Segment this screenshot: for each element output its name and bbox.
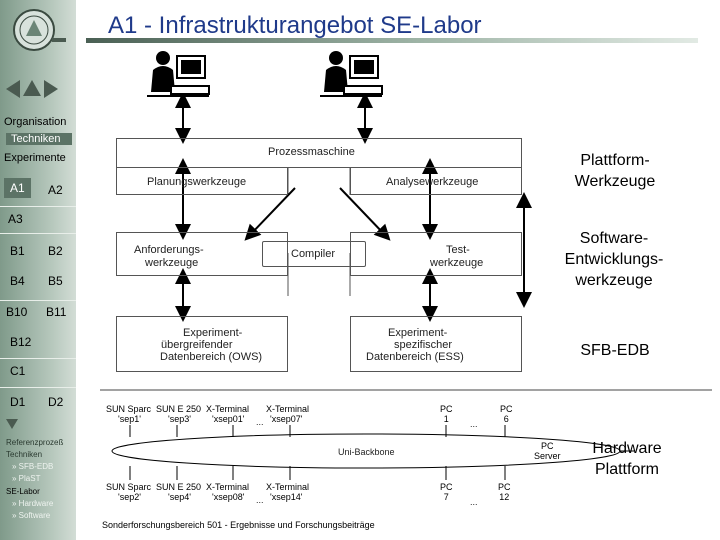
title-underline — [86, 38, 698, 43]
machine-sep3: SUN E 250'sep3' — [156, 404, 202, 424]
nav-b2[interactable]: B2 — [48, 244, 63, 258]
sidebar: Organisation Techniken Experimente A1 A2… — [0, 0, 76, 540]
ess-label-1: Experiment- — [388, 327, 448, 339]
machine-sep1: SUN Sparc'sep1' — [106, 404, 152, 424]
ellipsis: ... — [470, 497, 478, 507]
anforderung-label-1: Anforderungs- — [134, 244, 204, 256]
nav-techniken[interactable]: Techniken — [6, 133, 72, 145]
machine-xsep01: X-Terminal'xsep01' — [206, 404, 250, 424]
user-at-computer-icon — [320, 51, 383, 97]
link-referenzprozess[interactable]: Referenzprozeß — [6, 438, 64, 447]
planung-box — [116, 167, 288, 195]
nav-b10[interactable]: B10 — [6, 305, 28, 319]
ows-label-1: Experiment- — [183, 327, 243, 339]
nav-b11[interactable]: B11 — [46, 305, 67, 319]
link-hardware[interactable]: » Hardware — [12, 499, 54, 508]
user-at-computer-icon — [147, 51, 210, 97]
software-label: Software- Entwicklungs- werkzeuge — [564, 230, 664, 289]
test-label-1: Test- — [446, 244, 470, 256]
analyse-label: Analysewerkzeuge — [386, 176, 479, 188]
planung-label: Planungswerkzeuge — [147, 176, 247, 188]
nav-a3[interactable]: A3 — [8, 212, 23, 226]
nav-b4[interactable]: B4 — [10, 274, 25, 288]
machine-sep4: SUN E 250'sep4' — [156, 482, 202, 502]
up-arrow-icon[interactable] — [23, 80, 41, 96]
nav-b5[interactable]: B5 — [48, 274, 63, 288]
machine-xsep08: X-Terminal'xsep08' — [206, 482, 250, 502]
divider — [0, 233, 76, 234]
ows-box — [116, 316, 288, 372]
backbone-label: Uni-Backbone — [338, 447, 395, 457]
link-plast[interactable]: » PlaST — [12, 474, 41, 483]
compiler-label: Compiler — [291, 248, 336, 260]
prozessmaschine-label: Prozessmaschine — [268, 146, 355, 158]
ows-label-2: übergreifender — [161, 339, 233, 351]
machine-xsep14: X-Terminal'xsep14' — [266, 482, 310, 502]
nav-a2[interactable]: A2 — [48, 183, 63, 197]
anforderung-box — [116, 232, 288, 276]
analyse-box — [350, 167, 522, 195]
ows-label-3: Datenbereich (OWS) — [160, 351, 263, 363]
test-box — [350, 232, 522, 276]
ellipsis: ... — [256, 495, 264, 505]
ess-label-2: spezifischer — [394, 339, 453, 351]
nav-d1[interactable]: D1 — [10, 395, 26, 409]
ess-box — [350, 316, 522, 372]
ellipsis: ... — [470, 419, 478, 429]
divider — [0, 300, 76, 301]
nav-experimente[interactable]: Experimente — [4, 152, 66, 164]
plattform-label: Plattform- Werkzeuge — [574, 152, 656, 190]
nav-organisation[interactable]: Organisation — [4, 116, 67, 128]
nav-b1[interactable]: B1 — [10, 244, 25, 258]
hardware-label: Hardware Plattform — [592, 440, 662, 478]
divider — [0, 358, 76, 359]
nav-arrows — [6, 80, 58, 98]
anforderung-label-2: werkzeuge — [145, 257, 199, 269]
link-se-labor[interactable]: SE-Labor — [6, 487, 40, 496]
page-title: A1 - Infrastrukturangebot SE-Labor — [108, 12, 482, 39]
ess-label-3: Datenbereich (ESS) — [366, 351, 464, 363]
back-arrow-icon[interactable] — [6, 80, 20, 98]
link-software[interactable]: » Software — [12, 511, 51, 520]
ellipsis: ... — [256, 417, 264, 427]
nav-d2[interactable]: D2 — [48, 395, 64, 409]
link-sfb-edb[interactable]: » SFB-EDB — [12, 462, 54, 471]
compiler-box — [262, 241, 366, 267]
forward-arrow-icon[interactable] — [44, 80, 58, 98]
machine-sep2: SUN Sparc'sep2' — [106, 482, 152, 502]
divider — [0, 387, 76, 388]
sfb-edb-label: SFB-EDB — [580, 342, 650, 359]
university-seal-icon[interactable] — [8, 6, 68, 54]
divider — [0, 206, 76, 207]
prozessmaschine-box — [116, 138, 522, 168]
nav-b12[interactable]: B12 — [10, 335, 32, 349]
nav-c1[interactable]: C1 — [10, 364, 26, 378]
test-label-2: werkzeuge — [430, 257, 484, 269]
nav-a1[interactable]: A1 — [4, 178, 31, 198]
down-arrow-icon[interactable] — [6, 419, 18, 429]
link-techniken[interactable]: Techniken — [6, 450, 43, 459]
footer: Sonderforschungsbereich 501 - Ergebnisse… — [102, 520, 375, 530]
machine-xsep07: X-Terminal'xsep07' — [266, 404, 310, 424]
